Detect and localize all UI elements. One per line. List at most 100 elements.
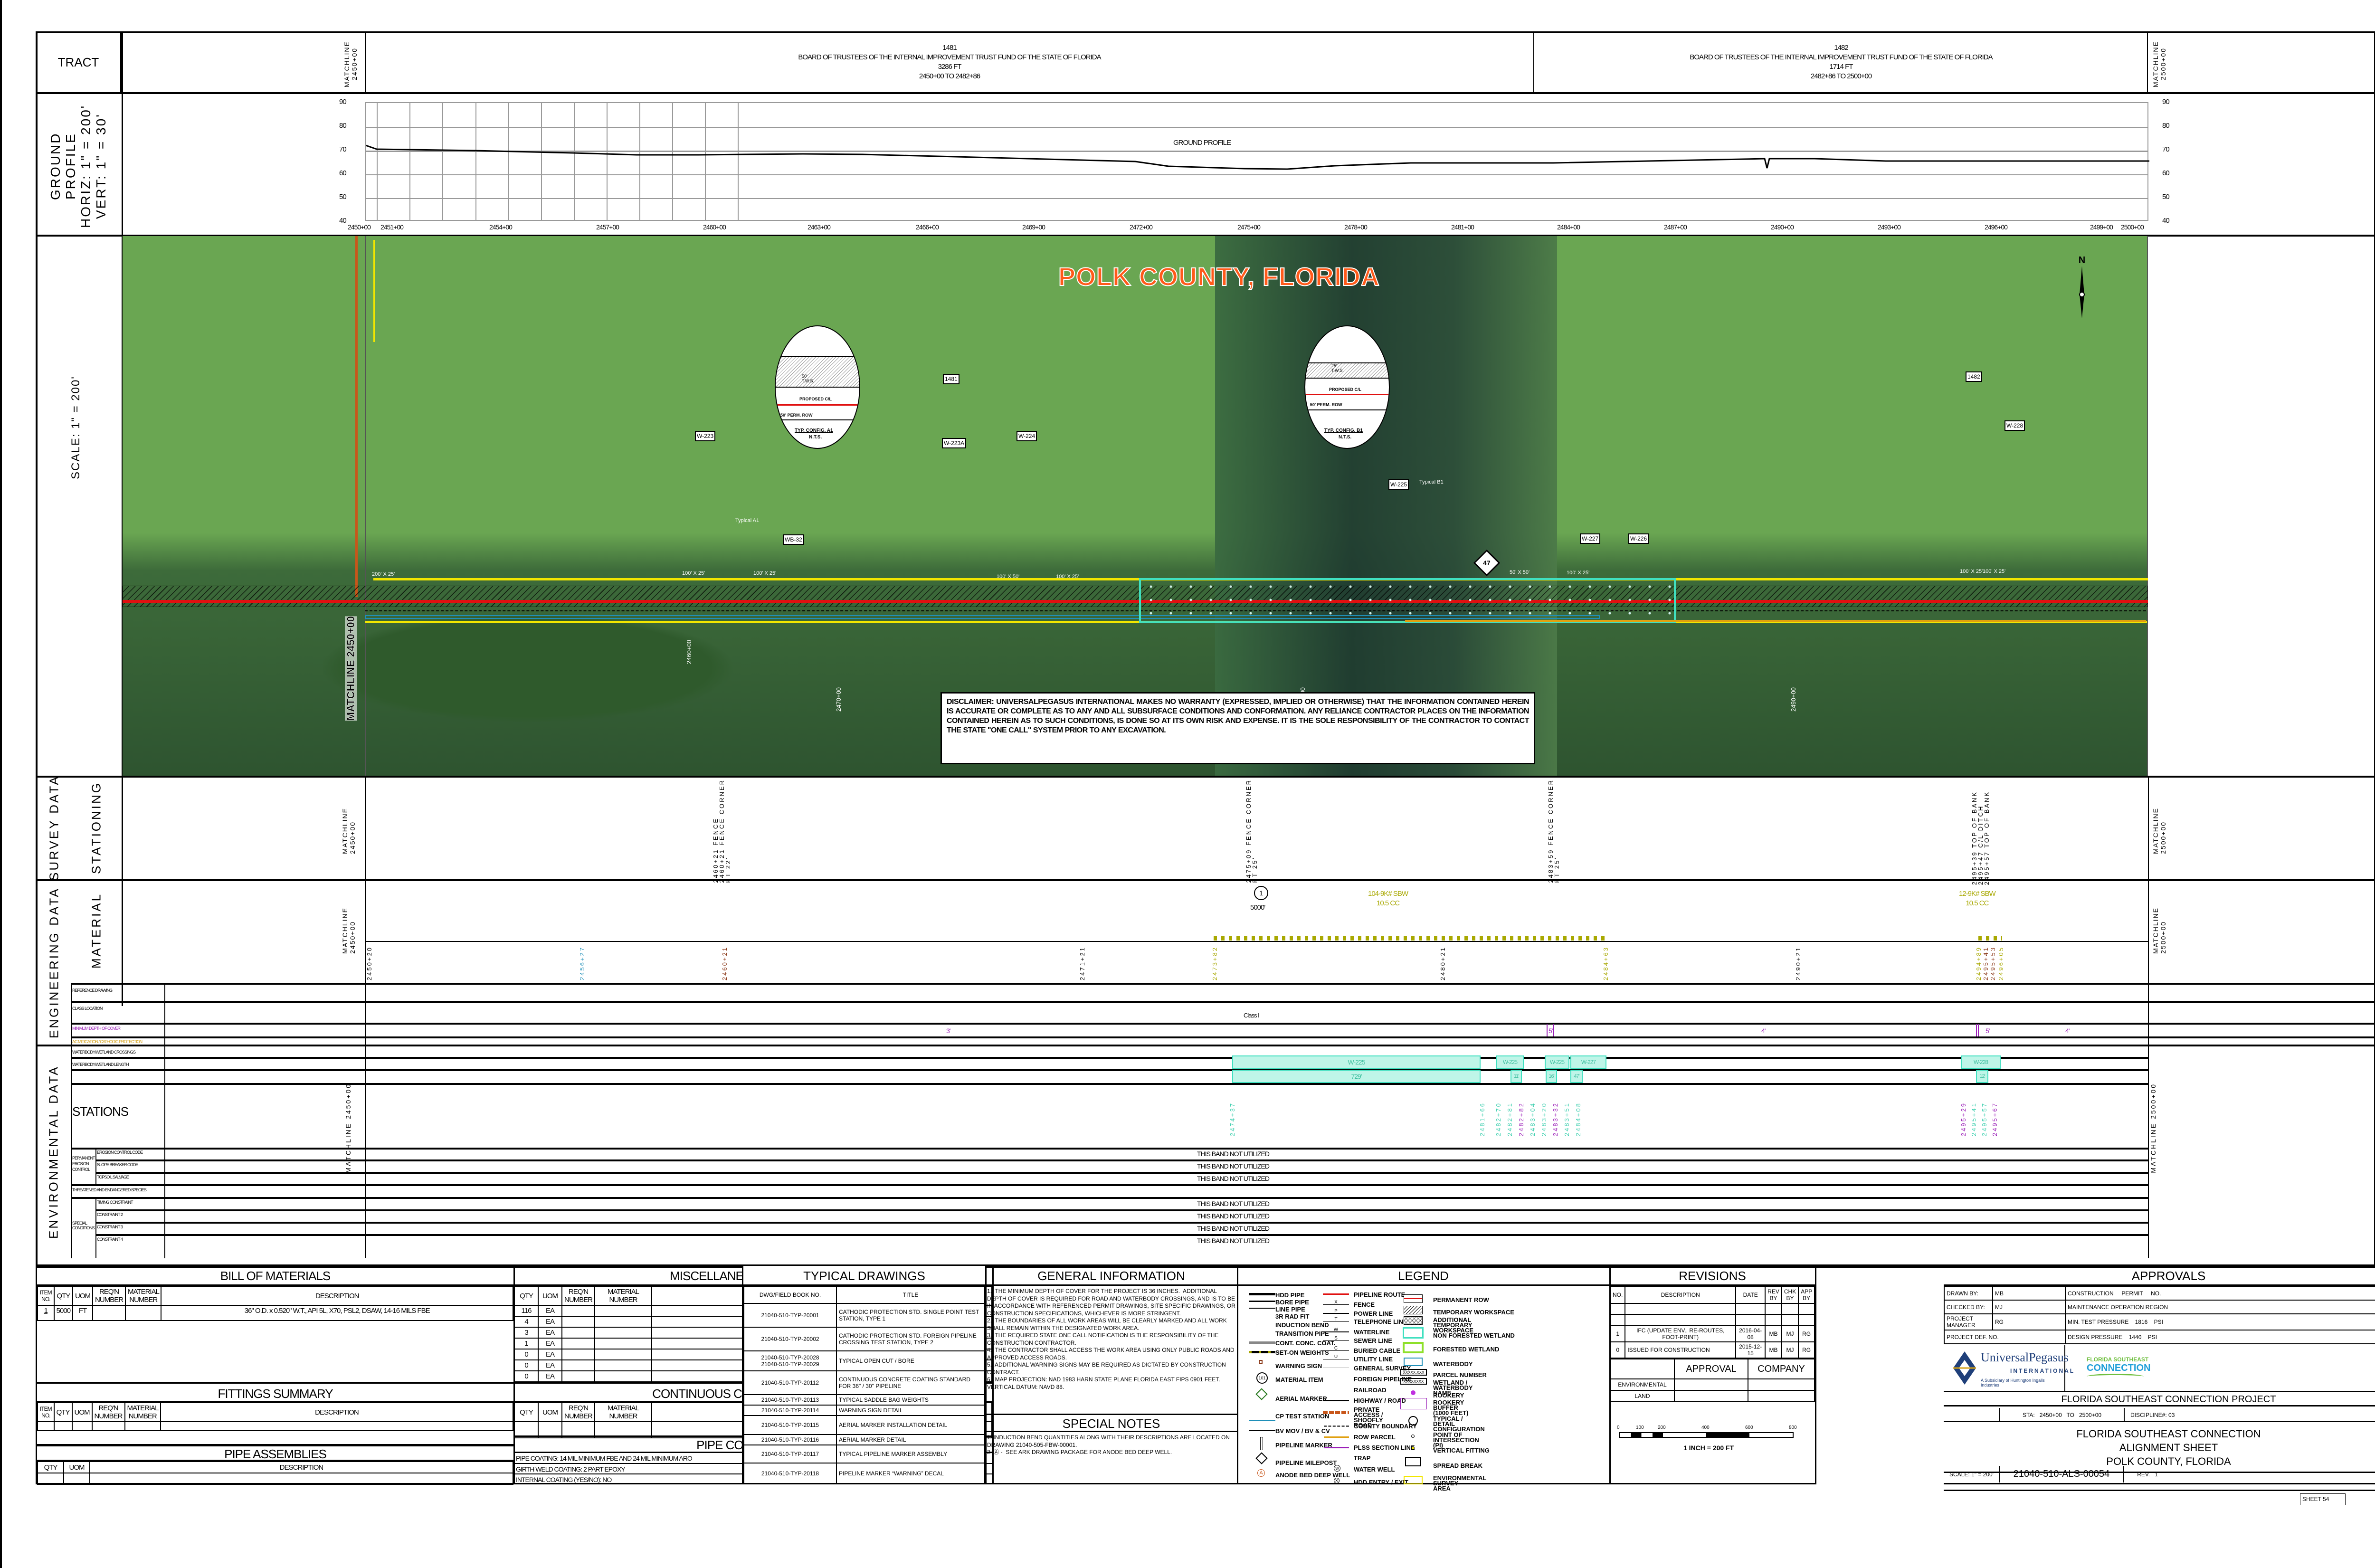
row-reference-drawing: REFERENCE DRAWING	[72, 988, 113, 993]
pipeline-marker-icon	[1260, 1437, 1263, 1450]
ground-profile-chart: GROUND PROFILE	[365, 102, 2149, 221]
material-item-icon[interactable]: 1	[1254, 886, 1268, 900]
tag-w224[interactable]: W-224	[1016, 431, 1037, 441]
telephone-line-icon: T	[1323, 1317, 1349, 1322]
rookery-buffer-icon	[1400, 1398, 1427, 1409]
survey-group-label: SURVEY DATA	[37, 775, 71, 881]
typical-config-b1[interactable]: 25' T.W.S. PROPOSED C/L 50' PERM. ROW TY…	[1304, 325, 1390, 449]
pipeline-milepost-icon	[1255, 1452, 1268, 1464]
wetland-name-icon: XXXXXXXX	[1400, 1378, 1427, 1385]
pipeline-route-icon	[1323, 1293, 1349, 1295]
line-pipe-icon	[1249, 1308, 1275, 1309]
survey-entry: 2475+09 FENCE CORNER RT 25'	[1245, 779, 1258, 883]
general-information: GENERAL INFORMATION 1. THE MINIMUM DEPTH…	[986, 1266, 1238, 1484]
tws-icon	[1404, 1306, 1423, 1314]
north-arrow-icon: N	[2075, 255, 2089, 322]
rookery-icon	[1411, 1390, 1416, 1395]
erosion-group-label: PERMANENT EROSION CONTROL	[72, 1156, 95, 1172]
set-on-weights-bar	[1214, 936, 1606, 941]
waterline-icon: W	[1323, 1327, 1349, 1332]
stationing-label: STATIONING	[89, 781, 104, 874]
survey-matchline-left: MATCHLINE 2450+00	[341, 808, 356, 854]
county-label: POLK COUNTY, FLORIDA	[1058, 262, 1380, 292]
profile-line	[366, 144, 2149, 170]
wetland-w225[interactable]	[1139, 578, 1676, 623]
stations-label: STATIONS	[72, 1104, 129, 1119]
sheet-frame	[0, 0, 2, 1568]
typical-detail-icon	[1408, 1416, 1418, 1425]
waterbody-icon	[1404, 1358, 1423, 1366]
county-boundary-icon	[1324, 1425, 1349, 1427]
tag-w227[interactable]: W-227	[1580, 533, 1601, 544]
tract-parcel-1481[interactable]: 1481 BOARD OF TRUSTEES OF THE INTERNAL I…	[366, 32, 1534, 92]
tag-wb32[interactable]: WB-32	[783, 534, 804, 545]
profile-series-label: GROUND PROFILE	[1173, 139, 1231, 147]
tag-w223a[interactable]: W-223A	[942, 438, 967, 448]
crossing-w225-c[interactable]: W-225	[1545, 1055, 1569, 1069]
tag-parcel-1481[interactable]: 1481	[943, 374, 960, 384]
crossing-w225-b[interactable]: W-225	[1496, 1055, 1524, 1069]
tag-w225[interactable]: W-225	[1388, 479, 1409, 490]
environmental-group-label: ENVIRONMENTAL DATA	[46, 1065, 61, 1239]
env-survey-area-icon	[1404, 1476, 1423, 1484]
row-min-depth: MINIMUM DEPTH OF COVER	[72, 1026, 121, 1031]
row-length: WATERBODY/WETLAND LENGTH	[72, 1062, 129, 1067]
survey-entry: 2483+59 FENCE CORNER RT 25'	[1547, 779, 1560, 883]
temporary-workspace	[123, 586, 2148, 607]
tag-parcel-1482[interactable]: 1482	[1966, 371, 1982, 382]
cont-conc-coat-icon	[1249, 1341, 1275, 1344]
tract-row-label: TRACT	[37, 32, 122, 92]
crossing-w228[interactable]: W-228	[1961, 1055, 2001, 1069]
revision-number: REV. 1	[2137, 1471, 2158, 1478]
crossing-w227[interactable]: W-227	[1570, 1055, 1606, 1069]
env-matchline-right: MATCHLINE 2500+00	[2149, 1083, 2157, 1173]
tract-parcel-1482[interactable]: 1482 BOARD OF TRUSTEES OF THE INTERNAL I…	[1535, 32, 2148, 92]
fsc-logo: FLORIDA SOUTHEAST CONNECTION	[2065, 1345, 2375, 1392]
aerial-map[interactable]: POLK COUNTY, FLORIDA MATCHLINE 2450+00 M…	[123, 236, 2148, 776]
tract-matchline-right: MATCHLINE 2500+00	[2152, 41, 2167, 87]
pi-icon	[1411, 1435, 1415, 1438]
row-class-location: CLASS LOCATION	[72, 1006, 103, 1011]
crossing-w225[interactable]: W-225	[1232, 1055, 1481, 1069]
set-on-weights-icon	[1249, 1351, 1275, 1353]
power-line-icon: P	[1323, 1309, 1349, 1314]
typical-config-a1[interactable]: 50' T.W.S. PROPOSED C/L 50' PERM. ROW TY…	[775, 325, 860, 449]
row-ac-mitigation: AC MITIGATION / CATHODIC PROTECTION	[72, 1039, 142, 1044]
utility-line-icon: U	[1323, 1354, 1349, 1359]
tag-w226[interactable]: W-226	[1628, 533, 1649, 544]
parcel-number-icon: XXXXX.XXX	[1400, 1369, 1427, 1376]
project-name: FLORIDA SOUTHEAST CONNECTION PROJECT	[1944, 1394, 2375, 1406]
anode-bed-icon: A	[1257, 1469, 1265, 1477]
water-well-icon: W	[1334, 1465, 1340, 1472]
tract-matchline-left: MATCHLINE 2450+00	[343, 41, 358, 87]
tag-w223[interactable]: W-223	[695, 431, 716, 441]
survey-matchline-right: MATCHLINE 2500+00	[2152, 808, 2167, 854]
drawing-number: 21040-510-ALS-00054	[1999, 1466, 2124, 1482]
non-forested-wetland-icon	[1403, 1327, 1424, 1339]
tag-w228[interactable]: W-228	[2004, 420, 2025, 431]
special-group-label: SPECIAL CONDITIONS	[72, 1221, 95, 1230]
scale-bar: 0 100 200 400 600 800 1 INCH = 200 FT	[1617, 1425, 1797, 1452]
warning-sign-icon	[1259, 1360, 1263, 1364]
engineering-matchline-left: MATCHLINE 2450+00	[341, 907, 356, 954]
